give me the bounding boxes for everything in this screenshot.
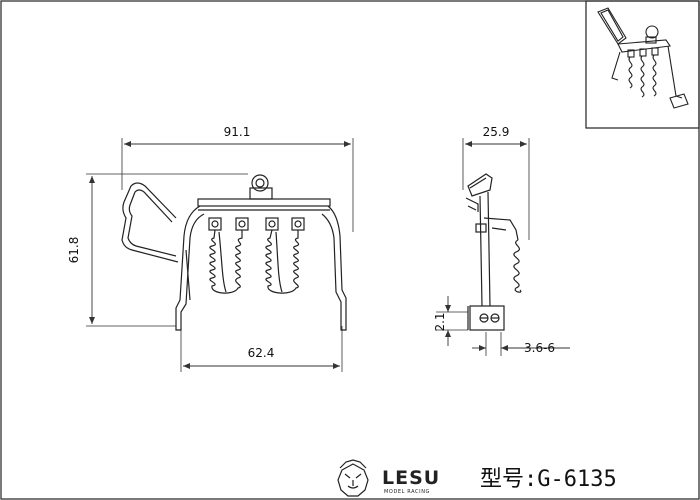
side-width-label: 25.9 [483, 125, 510, 139]
brand-subtitle: MODEL RACING [384, 489, 430, 495]
side-rack-drawing [465, 173, 522, 331]
side-bracket-label: 2.1 [433, 312, 447, 331]
lion-logo-icon [337, 459, 369, 497]
model-number: 型号:G-6135 [480, 467, 617, 492]
iso-rack [597, 7, 689, 109]
front-height-label: 61.8 [67, 237, 81, 264]
brand-wordmark: LESU [382, 467, 440, 489]
front-rack-drawing [121, 174, 347, 331]
side-hole-label: 3.6-6 [524, 341, 555, 355]
iso-view-inset [585, 0, 700, 129]
front-view: 91.1 61.8 62.4 [67, 125, 354, 372]
front-width-label: 91.1 [224, 125, 251, 139]
side-view: 25.9 2.1 3.6-6 [433, 125, 570, 356]
front-base-label: 62.4 [248, 346, 275, 360]
inset-frame [585, 0, 700, 129]
